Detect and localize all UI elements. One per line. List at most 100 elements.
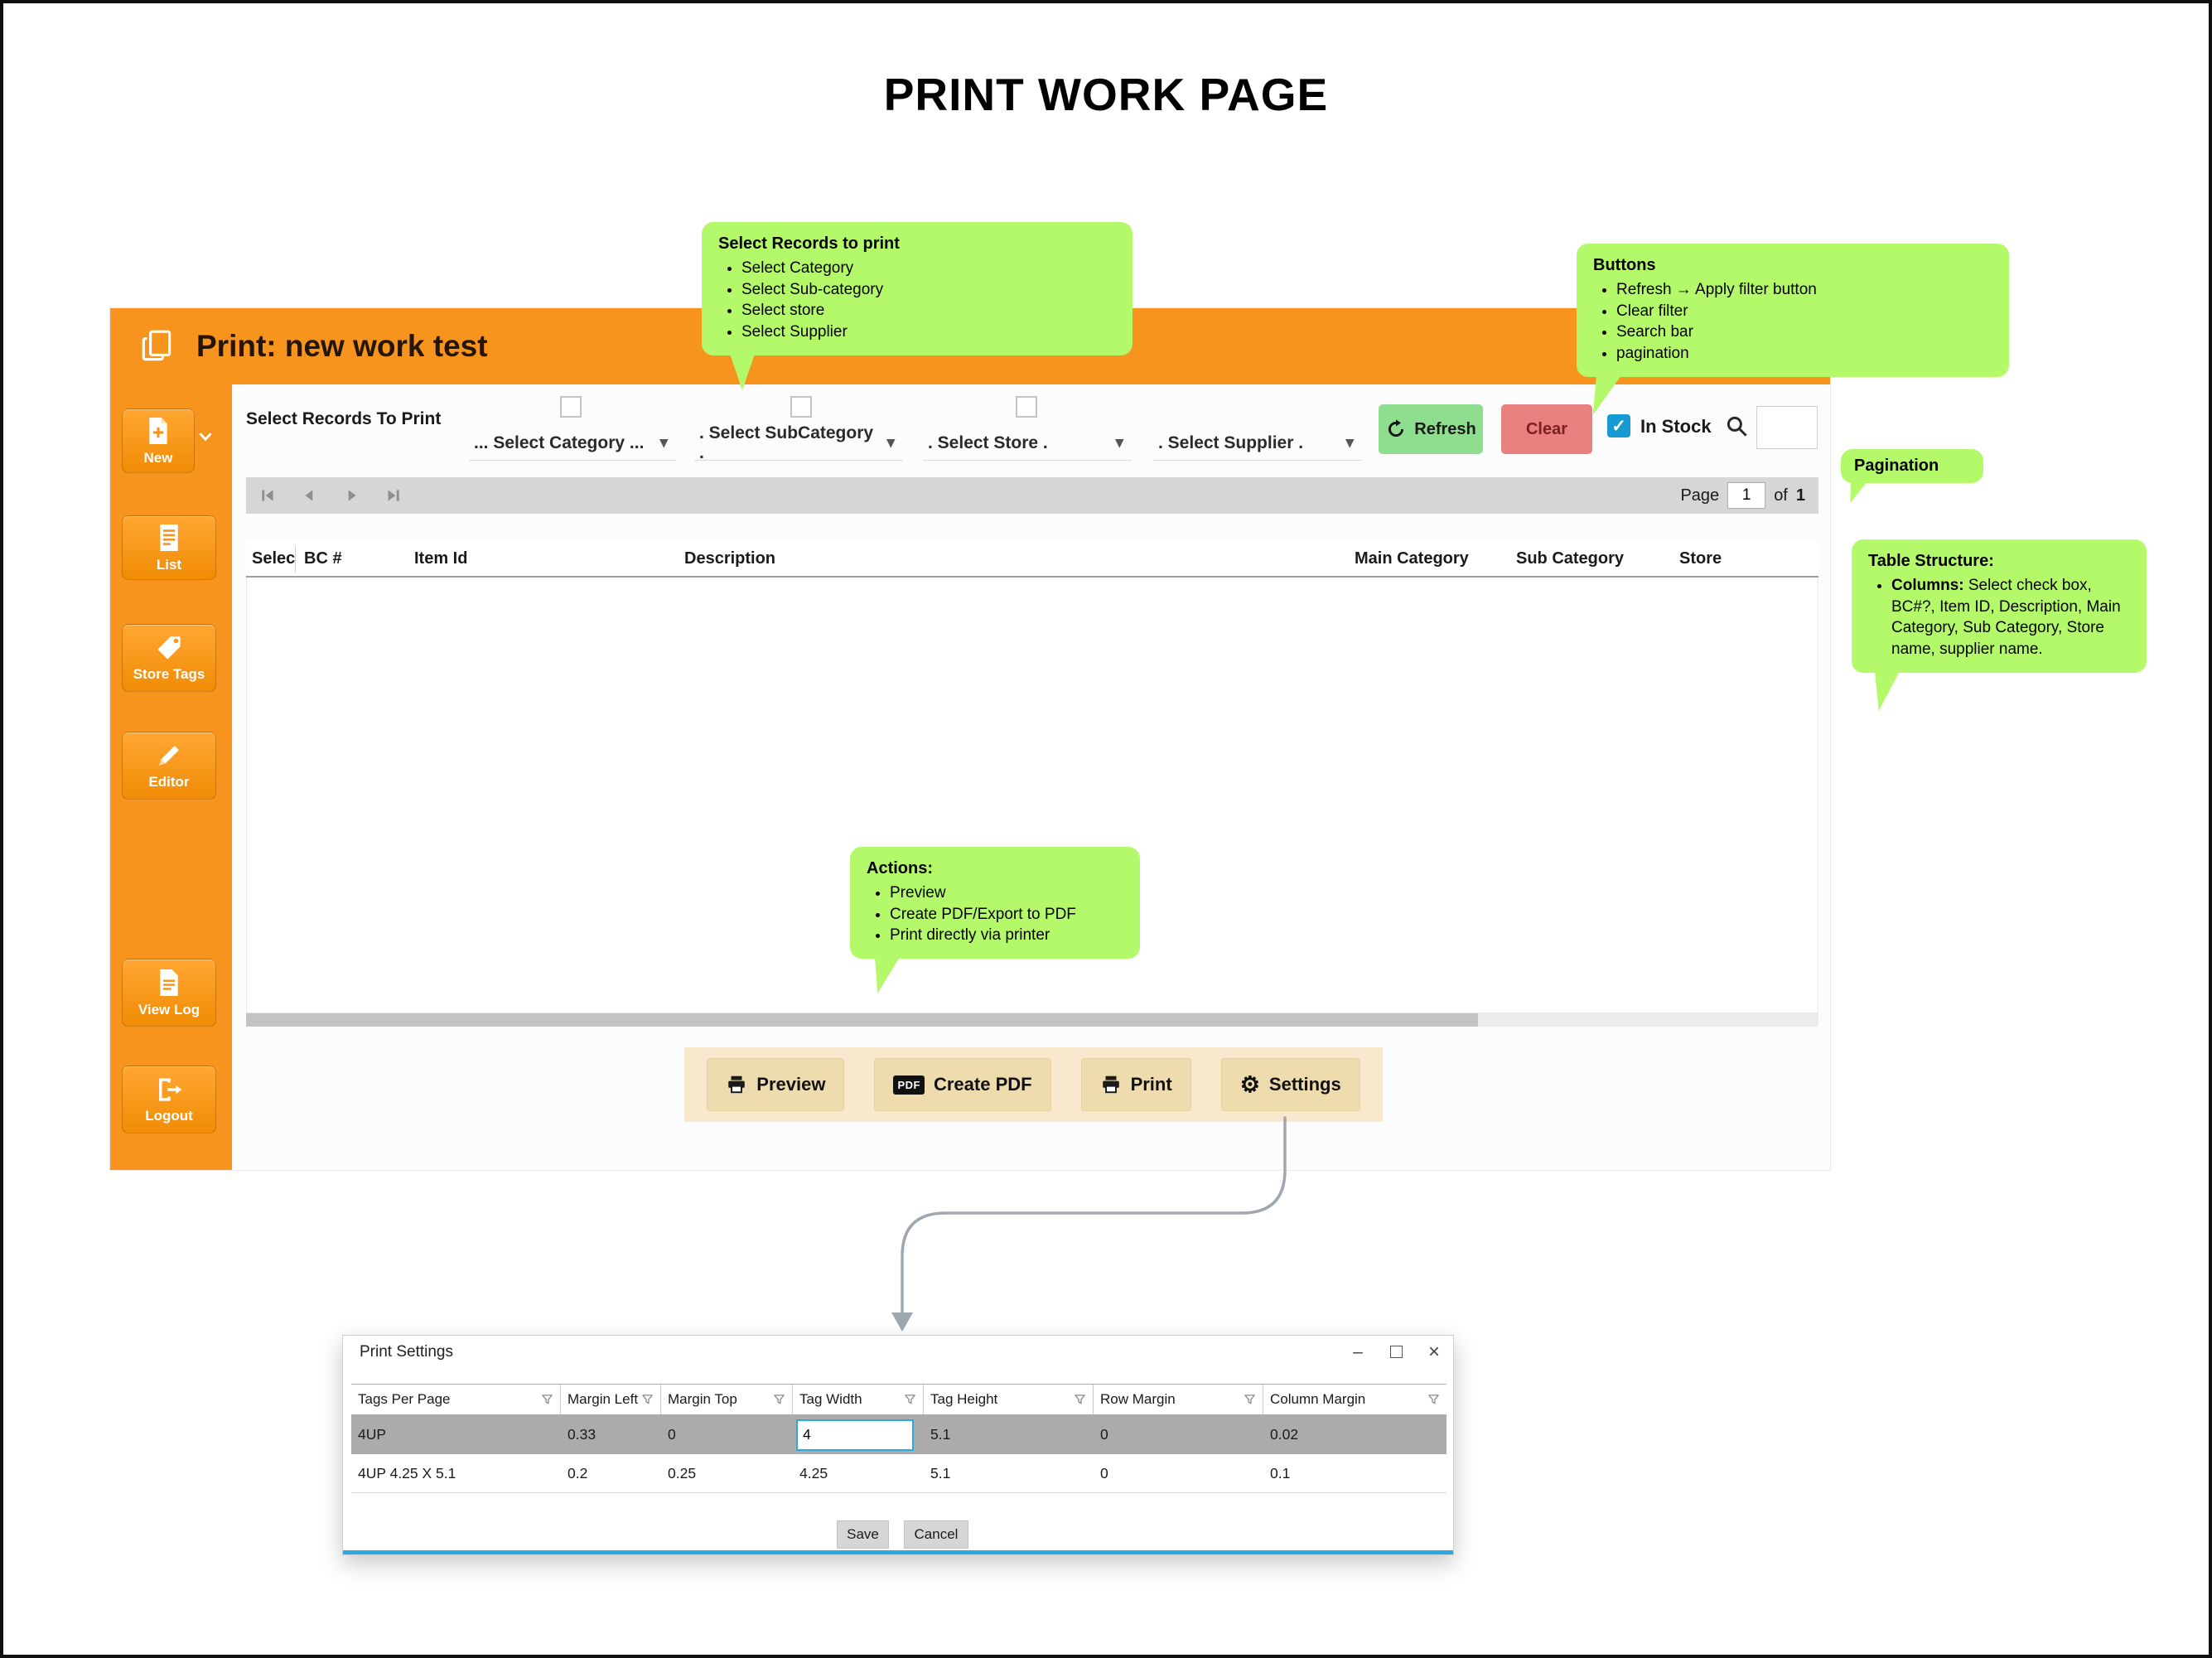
- category-filter-checkbox[interactable]: [560, 396, 582, 418]
- subcategory-dropdown[interactable]: . Select SubCategory . ▾: [694, 423, 903, 462]
- subcategory-dropdown-value: . Select SubCategory .: [699, 423, 874, 462]
- prev-page-button[interactable]: [301, 486, 319, 505]
- in-stock-label: In Stock: [1640, 416, 1712, 437]
- close-button[interactable]: ×: [1427, 1340, 1440, 1363]
- dialog-titlebar[interactable]: Print Settings – ×: [343, 1336, 1453, 1368]
- col-header-sub-category: Sub Category: [1516, 549, 1625, 568]
- cell-tag-height: 5.1: [930, 1426, 951, 1443]
- app-window: Print: new work test New L: [110, 308, 1830, 1170]
- sidebar-item-label: Editor: [148, 773, 190, 790]
- callout-buttons: Buttons Refresh → Apply filter button Cl…: [1577, 244, 2009, 415]
- chevron-down-icon: ▾: [659, 434, 668, 452]
- settings-button-label: Settings: [1268, 1074, 1341, 1095]
- print-button[interactable]: Print: [1080, 1058, 1191, 1111]
- callout-bullet: Search bar: [1616, 321, 1992, 343]
- cell-column-margin: 0.02: [1270, 1426, 1299, 1443]
- search-input[interactable]: [1756, 406, 1818, 449]
- next-page-button[interactable]: [342, 486, 360, 505]
- in-stock-checkbox[interactable]: ✓: [1607, 414, 1630, 437]
- callout-bullet-text: Select check box, BC#?, Item ID, Descrip…: [1891, 577, 2121, 658]
- refresh-button[interactable]: Refresh: [1379, 404, 1483, 454]
- sidebar-item-store-tags[interactable]: Store Tags: [122, 624, 216, 692]
- page-label: Page: [1680, 486, 1720, 505]
- new-document-icon: [149, 417, 167, 444]
- sidebar-item-editor[interactable]: Editor: [122, 732, 216, 800]
- supplier-dropdown[interactable]: . Select Supplier . ▾: [1153, 426, 1362, 461]
- subcategory-filter-checkbox[interactable]: [790, 396, 812, 418]
- settings-grid-header: Tags Per Page Margin Left Margin Top Tag…: [351, 1384, 1446, 1415]
- sidebar-item-view-log[interactable]: View Log: [122, 959, 216, 1027]
- check-icon: ✓: [1611, 416, 1626, 436]
- filter-funnel-icon[interactable]: [1244, 1394, 1256, 1406]
- grid-col-margin-top: Margin Top: [668, 1391, 737, 1407]
- chevron-down-icon: ▾: [1345, 434, 1354, 452]
- category-dropdown[interactable]: ... Select Category ... ▾: [469, 426, 676, 461]
- pagination-bar: Page of 1: [246, 477, 1818, 514]
- page-number-input[interactable]: [1727, 482, 1766, 509]
- callout-bullet: Clear filter: [1616, 301, 1992, 322]
- callout-bullet: Print directly via printer: [890, 925, 1123, 946]
- settings-button[interactable]: ⚙ Settings: [1220, 1058, 1360, 1111]
- sidebar-item-logout[interactable]: Logout: [122, 1066, 216, 1134]
- callout-table-structure: Table Structure: Columns: Select check b…: [1852, 539, 2147, 711]
- create-pdf-button[interactable]: PDF Create PDF: [874, 1058, 1051, 1111]
- grid-col-tag-width: Tag Width: [799, 1391, 862, 1407]
- maximize-button[interactable]: [1377, 1336, 1415, 1368]
- dialog-accent-line: [343, 1550, 1453, 1554]
- sidebar-item-new[interactable]: New: [122, 408, 195, 473]
- filter-funnel-icon[interactable]: [641, 1394, 654, 1406]
- callout-bullet: pagination: [1616, 343, 1992, 365]
- filter-funnel-icon[interactable]: [1427, 1394, 1440, 1406]
- callout-bullet: Select Sub-category: [741, 279, 1116, 301]
- first-page-button[interactable]: [259, 486, 278, 505]
- sidebar-item-label: New: [143, 449, 173, 466]
- tag-width-edit-input[interactable]: [796, 1419, 914, 1451]
- settings-row-selected[interactable]: 4UP 0.33 0 5.1 0 0.02: [351, 1415, 1446, 1454]
- sidebar: New List Store Tags: [110, 384, 232, 1170]
- last-page-button[interactable]: [384, 486, 402, 505]
- col-header-item-id: Item Id: [414, 549, 468, 568]
- settings-row[interactable]: 4UP 4.25 X 5.1 0.2 0.25 4.25 5.1 0 0.1: [351, 1454, 1446, 1493]
- sidebar-item-list[interactable]: List: [122, 515, 216, 580]
- filter-funnel-icon[interactable]: [773, 1394, 785, 1406]
- preview-button[interactable]: Preview: [707, 1058, 845, 1111]
- callout-bullet-lead: Columns:: [1891, 577, 1964, 594]
- gear-icon: ⚙: [1239, 1071, 1260, 1097]
- grid-col-column-margin: Column Margin: [1270, 1391, 1366, 1407]
- horizontal-scrollbar-thumb[interactable]: [246, 1013, 1478, 1027]
- chevron-down-icon: ▾: [1115, 434, 1123, 452]
- page-title: PRINT WORK PAGE: [883, 69, 1329, 120]
- preview-button-label: Preview: [756, 1074, 826, 1095]
- filter-funnel-icon[interactable]: [1074, 1394, 1086, 1406]
- clear-button[interactable]: Clear: [1501, 404, 1592, 454]
- cell-margin-top: 0: [668, 1426, 676, 1443]
- cell-tag-width: [793, 1419, 924, 1451]
- of-label: of: [1774, 486, 1788, 505]
- new-dropdown-chevron-icon[interactable]: [198, 431, 213, 446]
- filter-funnel-icon[interactable]: [541, 1394, 553, 1406]
- callout-bullet: Select Supplier: [741, 321, 1116, 343]
- store-dropdown[interactable]: . Select Store . ▾: [923, 426, 1132, 461]
- cell-column-margin: 0.1: [1270, 1464, 1291, 1482]
- cancel-button[interactable]: Cancel: [904, 1520, 968, 1549]
- callout-bullet: Refresh → Apply filter button: [1616, 279, 1992, 301]
- callout-pagination: Pagination: [1841, 449, 1983, 503]
- callout-bullet: Columns: Select check box, BC#?, Item ID…: [1891, 575, 2130, 660]
- col-header-description: Description: [684, 549, 776, 568]
- search-icon[interactable]: [1725, 414, 1750, 443]
- cell-row-margin: 0: [1100, 1426, 1108, 1443]
- cell-tags-per-page: 4UP 4.25 X 5.1: [358, 1464, 456, 1482]
- save-button[interactable]: Save: [837, 1520, 889, 1549]
- cell-margin-left: 0.2: [567, 1464, 588, 1482]
- document-copy-icon: [142, 330, 171, 361]
- cell-tags-per-page: 4UP: [358, 1426, 387, 1443]
- printer-icon: [1102, 1076, 1119, 1094]
- filter-funnel-icon[interactable]: [904, 1394, 916, 1406]
- callout-tail: [1866, 670, 1900, 711]
- store-filter-checkbox[interactable]: [1016, 396, 1037, 418]
- sidebar-item-label: Logout: [145, 1107, 193, 1124]
- select-records-label: Select Records To Print: [246, 409, 442, 428]
- callout-title: Table Structure:: [1868, 552, 1994, 570]
- horizontal-scrollbar-track[interactable]: [246, 1013, 1818, 1027]
- minimize-button[interactable]: –: [1353, 1341, 1363, 1361]
